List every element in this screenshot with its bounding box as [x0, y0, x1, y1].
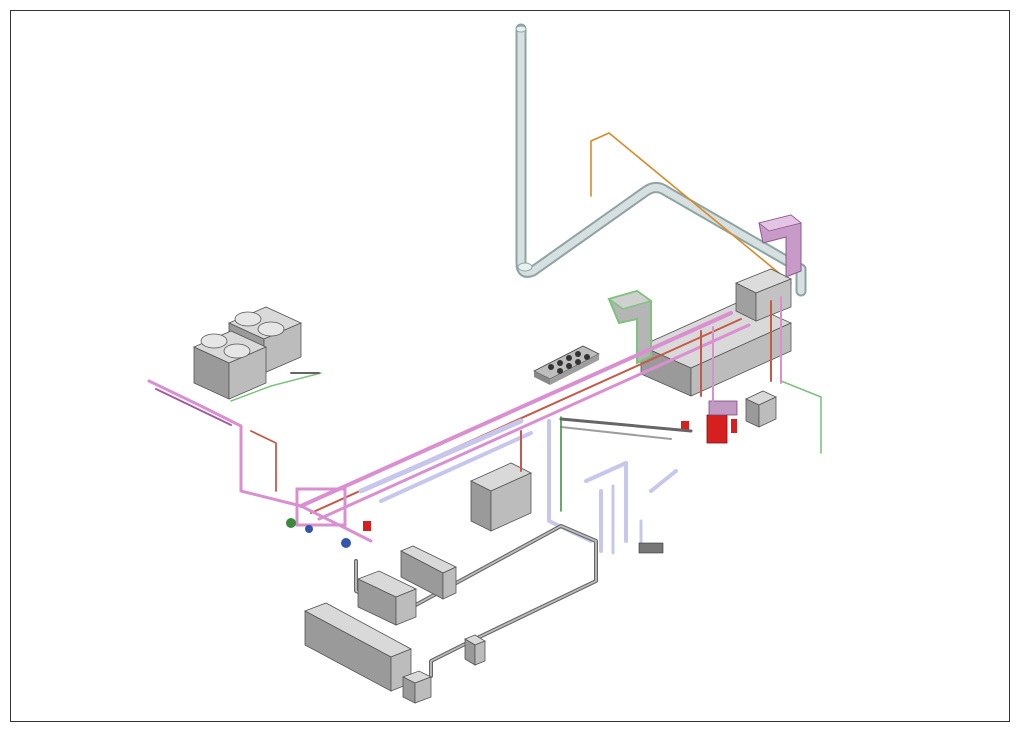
drawing-frame	[10, 10, 1010, 722]
pump-set	[286, 487, 373, 548]
isometric-piping-model	[147, 23, 822, 704]
orange-signal-line	[590, 132, 792, 284]
main-piping-run	[299, 296, 782, 521]
control-cabinet	[745, 390, 777, 428]
cooling-tower-cluster	[147, 306, 322, 508]
chiller-main	[470, 416, 593, 543]
green-signal-line	[780, 380, 822, 454]
red-pump-group	[681, 400, 738, 444]
green-duct-elbow	[607, 289, 653, 365]
switchboard-panels	[304, 545, 486, 704]
diffuser-plate	[533, 345, 600, 385]
storage-tank-rack	[584, 461, 678, 555]
vertical-flue-duct	[515, 23, 807, 297]
purple-duct-elbow	[758, 214, 802, 278]
air-handling-unit	[640, 268, 792, 397]
